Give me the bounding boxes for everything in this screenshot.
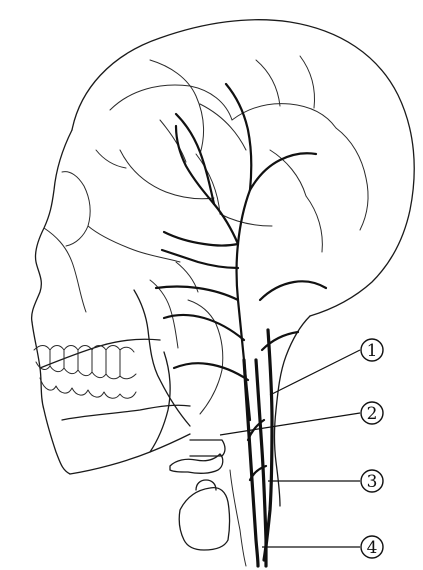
marker-3-label: 3 [367,472,378,492]
marker-2: 2 [361,402,383,424]
marker-1: 1 [361,339,383,361]
marker-2-label: 2 [367,404,378,424]
marker-3: 3 [361,470,383,492]
leader-1 [270,350,360,395]
marker-4-label: 4 [367,538,378,558]
leader-2 [220,413,360,435]
vessel-trunks [244,330,272,566]
skull-outline [32,20,415,474]
cranial-folds [96,56,368,252]
marker-4: 4 [361,536,383,558]
teeth [34,346,136,399]
larynx [170,440,230,550]
leader-lines [220,350,360,547]
vessel-network [156,84,326,420]
marker-1-label: 1 [367,341,378,361]
